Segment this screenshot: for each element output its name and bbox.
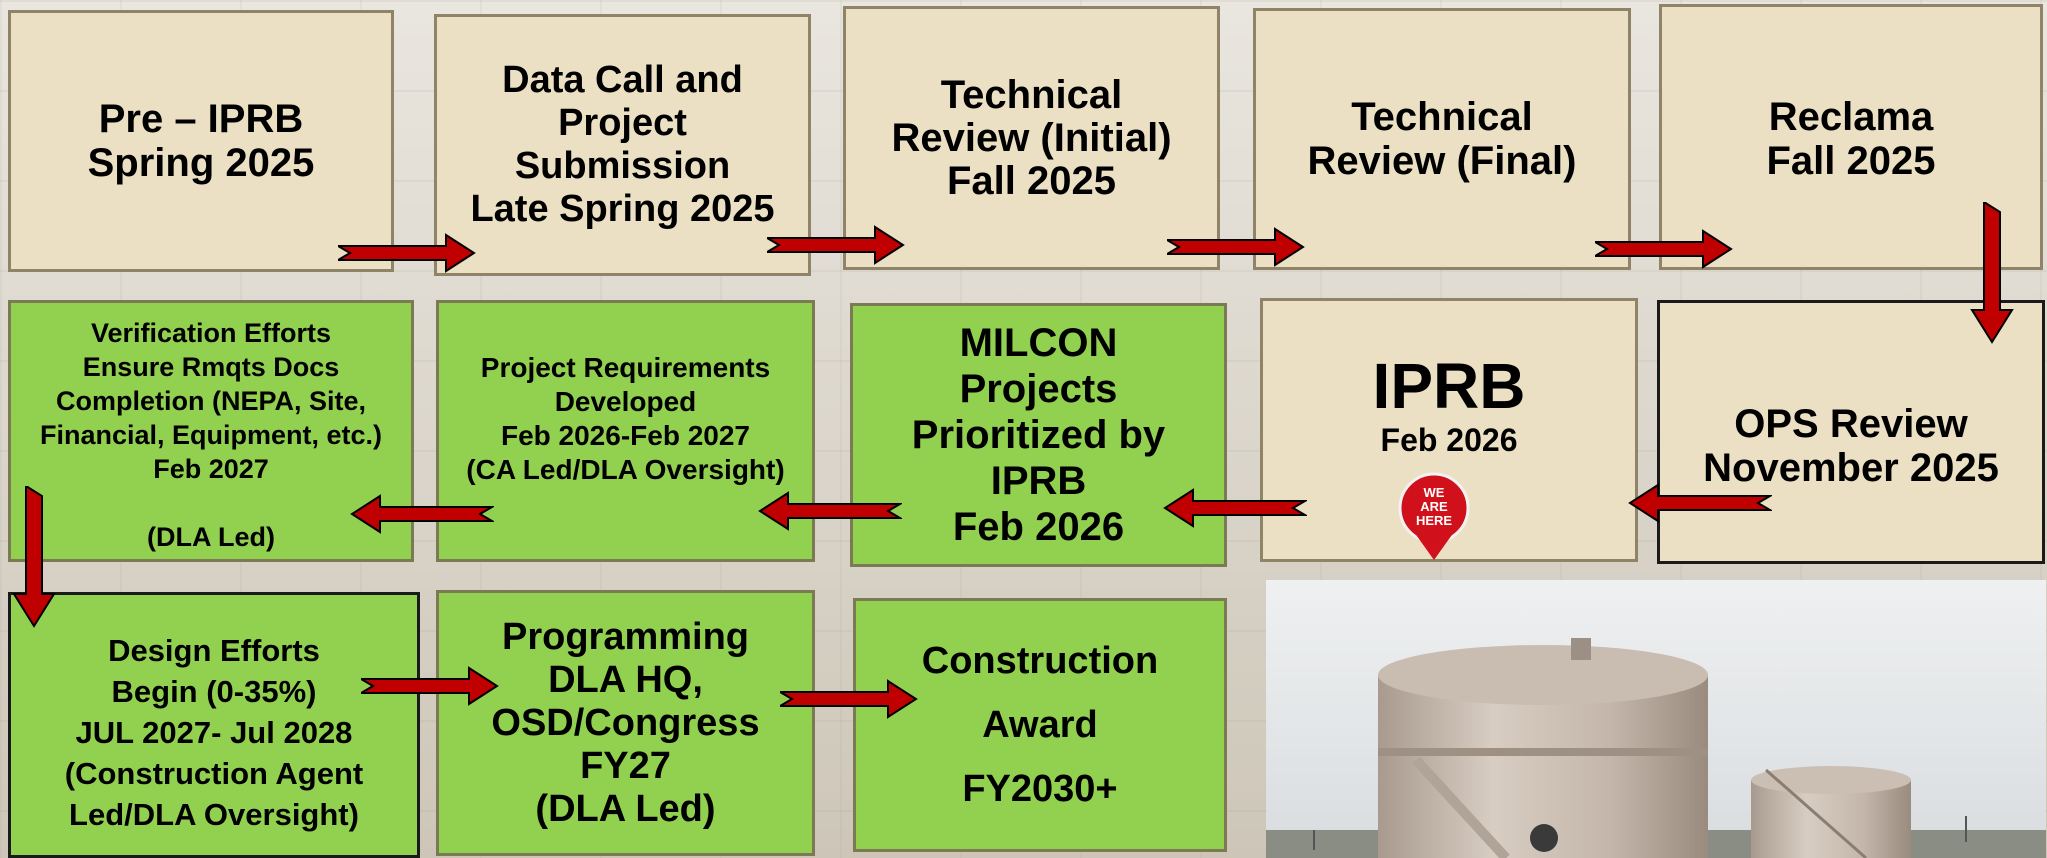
step-pre-iprb-label: Pre – IPRB Spring 2025 [87, 97, 315, 185]
step-technical-review-initial: Technical Review (Initial) Fall 2025 [843, 6, 1220, 270]
step-technical-review-final: Technical Review (Final) [1253, 8, 1631, 270]
arrow-data-call-to-technical-initial [767, 225, 905, 265]
arrow-ops-review-to-iprb [1628, 483, 1772, 523]
we-are-here-pin-icon: WE ARE HERE [1392, 470, 1476, 562]
step-construction-award: Construction Award FY2030+ [853, 598, 1227, 852]
arrow-pre-iprb-to-data-call [338, 233, 476, 273]
arrow-technical-initial-to-final [1167, 227, 1305, 267]
step-milcon-projects-label: MILCON Projects Prioritized by IPRB Feb … [911, 321, 1166, 549]
step-construction-award-label: Construction Award FY2030+ [921, 640, 1159, 810]
arrow-verification-to-design [12, 486, 56, 628]
step-technical-review-initial-label: Technical Review (Initial) Fall 2025 [891, 72, 1172, 203]
step-project-requirements: Project Requirements Developed Feb 2026-… [436, 300, 815, 562]
step-programming-label: Programming DLA HQ, OSD/Congress FY27 (D… [491, 615, 760, 830]
fuel-tanks-photo [1266, 580, 2046, 858]
step-project-requirements-label: Project Requirements Developed Feb 2026-… [466, 352, 785, 485]
step-milcon-projects: MILCON Projects Prioritized by IPRB Feb … [850, 303, 1227, 567]
step-data-call: Data Call and Project Submission Late Sp… [434, 14, 811, 276]
we-are-here-label: WE ARE HERE [1415, 485, 1453, 528]
step-design-efforts-label: Design Efforts Begin (0-35%) JUL 2027- J… [64, 632, 364, 832]
step-technical-review-final-label: Technical Review (Final) [1307, 95, 1577, 183]
step-ops-review: OPS Review November 2025 [1657, 300, 2045, 564]
step-iprb-date: Feb 2026 [1380, 422, 1518, 458]
step-ops-review-label: OPS Review November 2025 [1703, 402, 1999, 490]
arrow-programming-to-construction [780, 679, 918, 719]
arrow-iprb-to-milcon [1163, 488, 1307, 528]
step-programming: Programming DLA HQ, OSD/Congress FY27 (D… [436, 590, 815, 856]
arrow-technical-final-to-reclama [1595, 229, 1733, 269]
arrow-milcon-to-project-requirements [758, 491, 902, 531]
step-verification-efforts: Verification Efforts Ensure Rmqts Docs C… [8, 300, 414, 562]
step-design-efforts: Design Efforts Begin (0-35%) JUL 2027- J… [8, 592, 420, 858]
step-iprb-title: IPRB [1372, 350, 1526, 422]
arrow-reclama-to-ops-review [1970, 202, 2014, 344]
arrow-project-requirements-to-verification [350, 494, 494, 534]
step-verification-efforts-label: Verification Efforts Ensure Rmqts Docs C… [39, 318, 383, 552]
step-pre-iprb: Pre – IPRB Spring 2025 [8, 10, 394, 272]
step-data-call-label: Data Call and Project Submission Late Sp… [470, 59, 775, 230]
step-reclama-label: Reclama Fall 2025 [1766, 95, 1936, 183]
arrow-design-to-programming [361, 666, 499, 706]
step-reclama: Reclama Fall 2025 [1659, 4, 2043, 270]
